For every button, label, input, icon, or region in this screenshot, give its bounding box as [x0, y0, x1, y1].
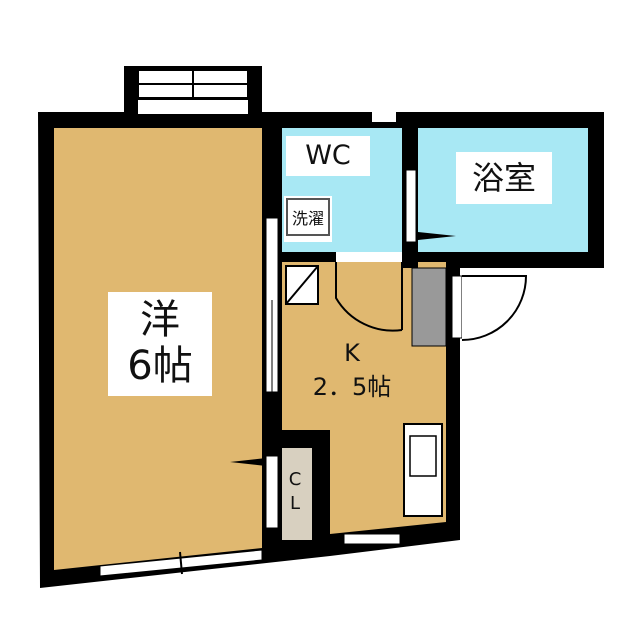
kitchen-name: K [344, 339, 360, 367]
fridge [411, 267, 447, 347]
west-bottom-window-tick [179, 551, 183, 575]
wc-door-gap [336, 252, 402, 262]
kitchen-bottom-window [343, 533, 401, 545]
balcony-opening [138, 100, 248, 114]
wc-label: WC [286, 136, 370, 176]
closet-floor [282, 448, 312, 540]
washer-label: 洗濯 [286, 198, 330, 236]
wc-top-window [372, 112, 396, 122]
closet-label: C L [284, 468, 306, 524]
closet-label-l: L [289, 493, 301, 514]
western-room-size: 6帖 [127, 343, 193, 389]
closet-door-arrow [230, 458, 266, 466]
kitchen-sink-basin [409, 435, 437, 477]
kitchen-cabinet-diag [285, 265, 319, 305]
western-room-label: 洋 6帖 [108, 292, 212, 396]
closet-label-c: C [288, 469, 302, 490]
closet-door [265, 455, 279, 529]
kitchen-size: 2．5帖 [312, 373, 392, 401]
entrance-door-leaf [451, 275, 463, 339]
wc-door-swing [335, 262, 403, 332]
western-room-name: 洋 [140, 297, 180, 343]
entrance-door-swing [461, 275, 528, 341]
bath-door-arrow [418, 232, 456, 240]
bath-door [405, 169, 417, 243]
closet-wall [312, 430, 330, 550]
kitchen-label: K 2．5帖 [286, 336, 418, 408]
bath-label: 浴室 [456, 152, 552, 204]
